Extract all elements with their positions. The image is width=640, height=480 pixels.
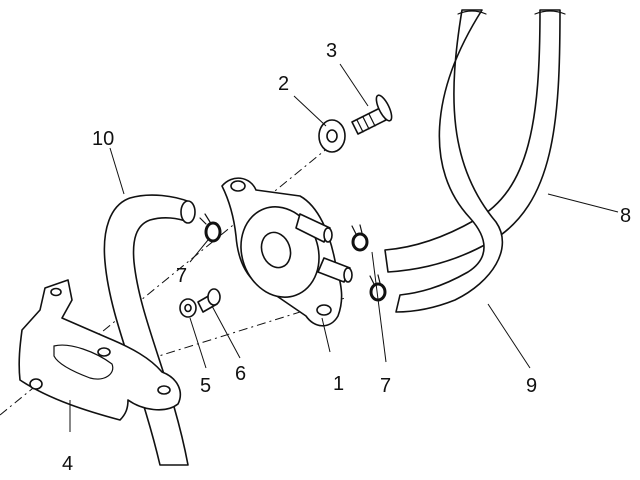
- callout-5: 5: [200, 375, 211, 397]
- clamp-tab: [369, 274, 381, 285]
- bracket-4: [18, 279, 182, 421]
- centerline-upper: [0, 137, 341, 416]
- hose-10-end: [180, 200, 196, 224]
- leader-5: [189, 317, 207, 369]
- bracket-slot: [53, 344, 114, 380]
- bracket-hole-right: [157, 385, 171, 395]
- hose-8-break: [534, 10, 566, 15]
- leader-lines: [69, 63, 619, 432]
- pump-outlet-end: [343, 267, 353, 283]
- clamp-tab: [351, 224, 363, 235]
- screw-6-head: [207, 288, 221, 306]
- callout-7-right: 7: [380, 375, 391, 397]
- callout-9: 9: [526, 375, 537, 397]
- leader-9: [487, 303, 531, 369]
- washer-2-hole: [326, 129, 338, 143]
- hose-10: [103, 194, 196, 466]
- leader-3: [339, 63, 369, 107]
- callout-4: 4: [62, 453, 73, 475]
- leader-1: [321, 317, 331, 353]
- callout-3: 3: [326, 40, 337, 62]
- clamp-tab: [199, 213, 211, 225]
- pump-outlet-nipple: [317, 257, 351, 283]
- leader-10: [109, 147, 125, 195]
- screw-3-thread: [356, 113, 376, 133]
- hose-clamp-7-right-top: [351, 224, 369, 252]
- callout-8: 8: [620, 205, 631, 227]
- pump-mount-hole-bottom: [316, 304, 332, 316]
- screw-3-head: [375, 94, 393, 122]
- leader-6: [211, 305, 241, 359]
- screw-3: [351, 94, 393, 135]
- callout-2: 2: [278, 73, 289, 95]
- callout-1: 1: [333, 373, 344, 395]
- hose-9-break: [457, 10, 487, 15]
- bracket-hole-left: [29, 378, 43, 390]
- washer-2: [318, 119, 346, 153]
- pump-inlet-nipple: [295, 213, 331, 243]
- hose-clamp-7-left: [199, 213, 222, 243]
- pump-center-boss: [260, 231, 292, 269]
- hose-9: [395, 9, 504, 313]
- pump-mount-hole-top: [230, 180, 246, 192]
- bracket-hole-top: [50, 287, 62, 297]
- leader-8: [547, 193, 619, 213]
- leader-7a: [189, 239, 209, 263]
- callout-7-left: 7: [176, 265, 187, 287]
- fuel-pump-1: [221, 177, 353, 327]
- washer-5: [179, 298, 197, 318]
- pump-inlet-end: [323, 227, 333, 243]
- screw-6: [197, 288, 221, 313]
- hose-8: [384, 9, 566, 273]
- callout-6: 6: [235, 363, 246, 385]
- leader-2: [293, 95, 327, 127]
- leader-7b: [371, 251, 387, 363]
- bracket-hole-mid: [97, 347, 111, 357]
- callout-10: 10: [92, 128, 114, 150]
